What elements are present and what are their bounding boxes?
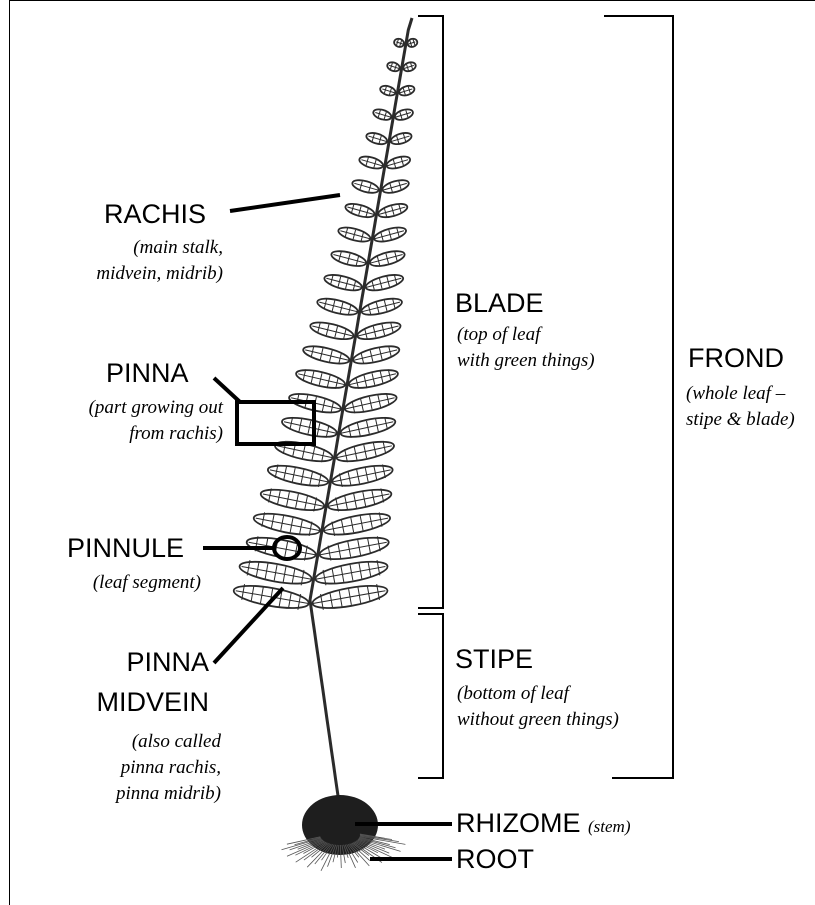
frond-desc-1: (whole leaf – (686, 382, 785, 406)
pinna-midvein-label-1: PINNA (126, 647, 209, 677)
pinna-desc-1: (part growing out (89, 396, 223, 420)
stipe-bracket (418, 614, 443, 778)
rachis-desc-2: midvein, midrib) (96, 262, 223, 286)
stipe-desc-1: (bottom of leaf (457, 682, 569, 706)
rhizome-title: RHIZOME (456, 808, 581, 838)
frond-desc-2: stipe & blade) (686, 408, 795, 432)
pinna-midvein-desc-1: (also called (132, 730, 221, 754)
pinna-midvein-desc-2: pinna rachis, (121, 756, 221, 780)
pinnule-desc: (leaf segment) (93, 571, 201, 595)
blade-desc-2: with green things) (457, 349, 595, 373)
root-label: ROOT (456, 844, 534, 874)
stipe-desc-2: without green things) (457, 708, 619, 732)
rhizome-label: RHIZOME (stem) (456, 808, 631, 842)
blade-bracket (418, 16, 443, 608)
blade-label: BLADE (455, 288, 544, 318)
pinna-midvein-desc-3: pinna midrib) (116, 782, 221, 806)
pinna-desc-2: from rachis) (129, 422, 223, 446)
blade-desc-1: (top of leaf (457, 323, 540, 347)
rachis-leader (230, 195, 340, 211)
rachis-desc-1: (main stalk, (133, 236, 223, 260)
stipe-label: STIPE (455, 644, 533, 674)
frond-bracket (604, 16, 673, 778)
rhizome-desc: (stem) (588, 817, 630, 836)
frond-label: FROND (688, 343, 784, 373)
pinna-midvein-label-2: MIDVEIN (96, 687, 209, 717)
pinnule-label: PINNULE (67, 533, 184, 563)
pinna-label: PINNA (106, 358, 189, 388)
rachis-label: RACHIS (104, 199, 206, 229)
